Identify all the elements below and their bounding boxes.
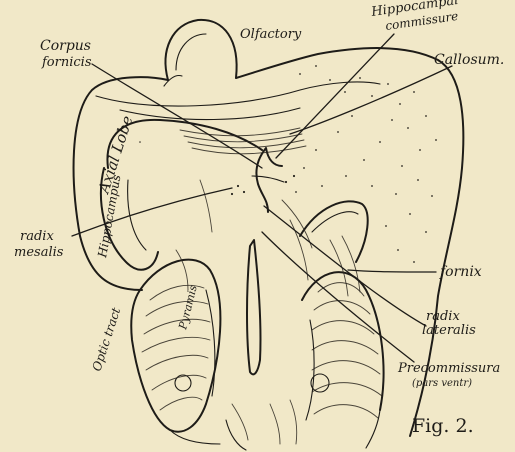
shading-hatching — [142, 180, 382, 444]
midline-groove — [247, 240, 261, 374]
olfactory-bulb — [166, 20, 237, 80]
label-olfactory: Olfactory — [240, 27, 302, 42]
optic-tract-left — [131, 260, 220, 432]
label-precommissura: Precommissura — [397, 361, 500, 376]
label-radix-lateralis-1: radix — [426, 309, 460, 324]
pyramis-left — [206, 290, 215, 396]
label-callosum: Callosum. — [434, 52, 504, 68]
fornix-outline — [300, 201, 368, 262]
label-radix-mesalis-2: mesalis — [14, 245, 64, 260]
label-pars-ventr: (pars ventr) — [412, 378, 472, 389]
label-radix-lateralis-2: lateralis — [422, 323, 476, 338]
label-fornix: fornix — [439, 264, 482, 280]
label-corpus: Corpus — [40, 38, 91, 54]
label-radix-mesalis-1: radix — [20, 229, 54, 244]
leader-lines — [72, 34, 452, 362]
label-pyramis: Pyramis — [176, 284, 200, 332]
figure-label: Fig. 2. — [412, 415, 474, 437]
label-fornicis: fornicis — [41, 55, 92, 70]
label-optic-tract: Optic tract — [90, 306, 124, 373]
